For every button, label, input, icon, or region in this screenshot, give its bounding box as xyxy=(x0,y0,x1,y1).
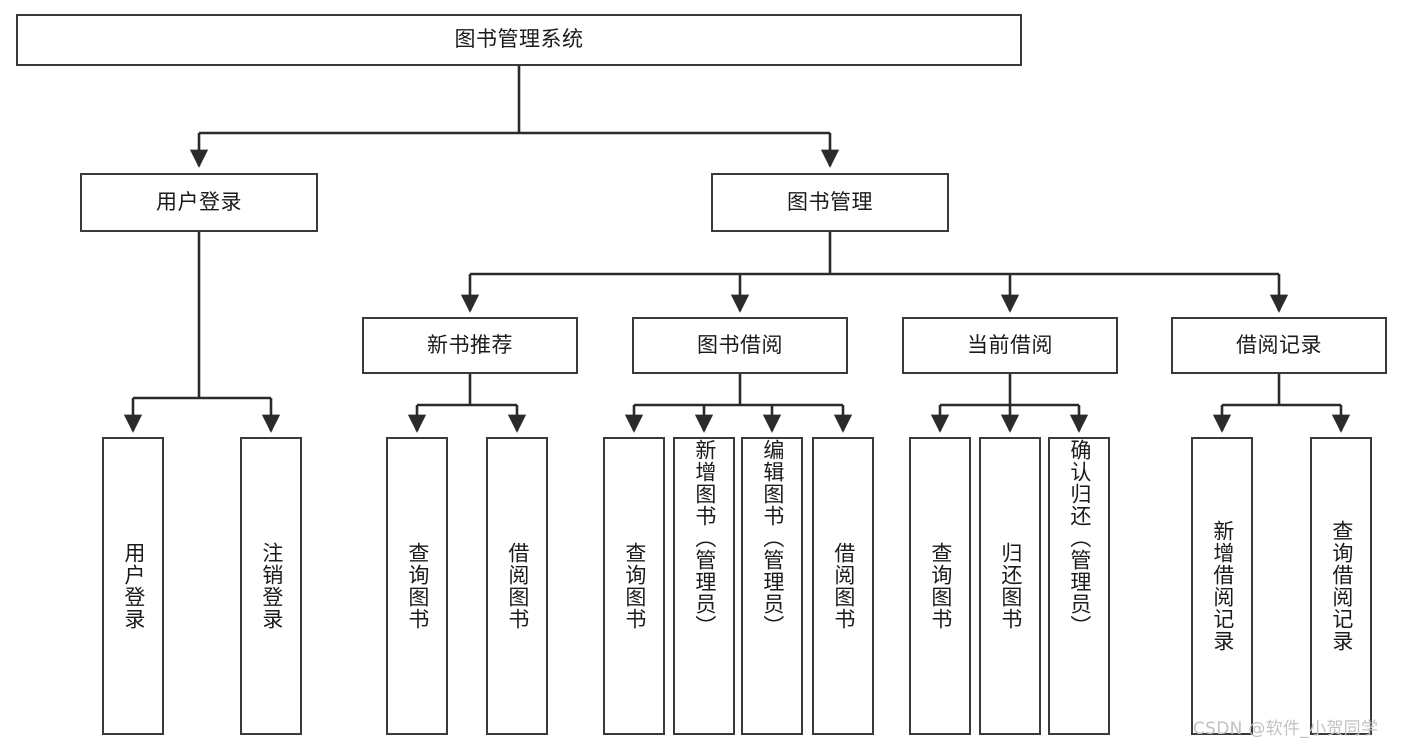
node-new-book-recommend[interactable]: 新书推荐 xyxy=(362,317,578,374)
leaf-borrow-record-query-label: 查询借阅记录 xyxy=(1329,520,1354,652)
leaf-book-borrow-add-label: 新增图书（管理员） xyxy=(692,439,717,637)
node-root[interactable]: 图书管理系统 xyxy=(16,14,1022,66)
leaf-borrow-record-add[interactable]: 新增借阅记录 xyxy=(1191,437,1253,735)
leaf-book-borrow-query-label: 查询图书 xyxy=(622,542,647,630)
node-borrow-record-label: 借阅记录 xyxy=(1236,332,1322,357)
leaf-user-login-logout-label: 注销登录 xyxy=(259,542,284,630)
node-user-login-label: 用户登录 xyxy=(156,189,242,214)
node-borrow-record[interactable]: 借阅记录 xyxy=(1171,317,1387,374)
leaf-new-book-borrow-label: 借阅图书 xyxy=(505,542,530,630)
node-book-borrow[interactable]: 图书借阅 xyxy=(632,317,848,374)
leaf-book-borrow-edit[interactable]: 编辑图书（管理员） xyxy=(741,437,803,735)
leaf-user-login-login-label: 用户登录 xyxy=(121,542,146,630)
leaf-book-borrow-borrow[interactable]: 借阅图书 xyxy=(812,437,874,735)
leaf-current-borrow-query[interactable]: 查询图书 xyxy=(909,437,971,735)
node-root-label: 图书管理系统 xyxy=(454,27,584,52)
leaf-new-book-query[interactable]: 查询图书 xyxy=(386,437,448,735)
leaf-current-borrow-query-label: 查询图书 xyxy=(928,542,953,630)
leaf-book-borrow-edit-label: 编辑图书（管理员） xyxy=(760,439,785,637)
leaf-current-borrow-confirm-return-label: 确认归还（管理员） xyxy=(1067,439,1092,637)
leaf-current-borrow-confirm-return[interactable]: 确认归还（管理员） xyxy=(1048,437,1110,735)
leaf-book-borrow-query[interactable]: 查询图书 xyxy=(603,437,665,735)
leaf-book-borrow-add[interactable]: 新增图书（管理员） xyxy=(673,437,735,735)
leaf-borrow-record-add-label: 新增借阅记录 xyxy=(1210,520,1235,652)
node-book-management-label: 图书管理 xyxy=(787,189,873,214)
leaf-new-book-borrow[interactable]: 借阅图书 xyxy=(486,437,548,735)
leaf-new-book-query-label: 查询图书 xyxy=(405,542,430,630)
node-current-borrow[interactable]: 当前借阅 xyxy=(902,317,1118,374)
leaf-current-borrow-return-label: 归还图书 xyxy=(998,542,1023,630)
leaf-current-borrow-return[interactable]: 归还图书 xyxy=(979,437,1041,735)
csdn-watermark: CSDN @软件_小贺同学 xyxy=(1193,719,1379,739)
leaf-user-login-login[interactable]: 用户登录 xyxy=(102,437,164,735)
node-book-management[interactable]: 图书管理 xyxy=(711,173,949,232)
node-new-book-recommend-label: 新书推荐 xyxy=(427,332,513,357)
node-current-borrow-label: 当前借阅 xyxy=(967,332,1053,357)
leaf-borrow-record-query[interactable]: 查询借阅记录 xyxy=(1310,437,1372,735)
node-book-borrow-label: 图书借阅 xyxy=(697,332,783,357)
node-user-login[interactable]: 用户登录 xyxy=(80,173,318,232)
leaf-user-login-logout[interactable]: 注销登录 xyxy=(240,437,302,735)
leaf-book-borrow-borrow-label: 借阅图书 xyxy=(831,542,856,630)
